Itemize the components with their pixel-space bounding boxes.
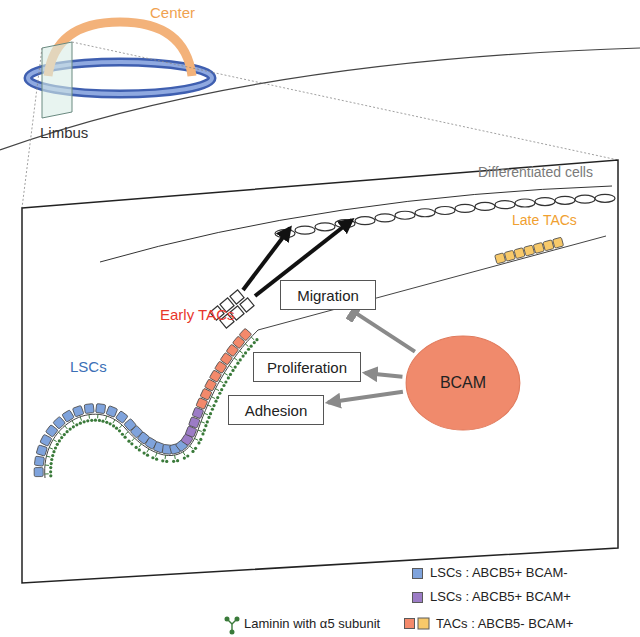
legend-text: TACs : ABCB5- BCAM+ — [436, 616, 573, 631]
zoom-line — [72, 42, 618, 160]
zoom-line — [22, 48, 42, 208]
legend-text: Laminin with α5 subunit — [244, 616, 380, 631]
region-label: Early TACs — [160, 306, 234, 323]
legend-text: LSCs : ABCB5+ BCAM- — [430, 565, 568, 580]
section-panel — [22, 160, 618, 583]
section-plane — [42, 42, 72, 118]
protein-ellipse: BCAM — [405, 335, 521, 431]
legend-swatch — [404, 618, 415, 629]
inhibition-connector — [354, 312, 415, 351]
basement-membrane — [45, 236, 606, 478]
eye-surface — [0, 48, 640, 150]
process-box: Adhesion — [228, 395, 324, 425]
region-label: Center — [150, 4, 195, 21]
region-label: Differentiated cells — [478, 164, 593, 180]
legend-swatch — [412, 568, 423, 579]
legend-swatch — [412, 592, 423, 603]
cell-layer — [34, 237, 563, 476]
node-text: BCAM — [440, 374, 486, 392]
region-label: Limbus — [40, 124, 88, 141]
epithelium-surface — [100, 186, 612, 262]
node-text: Proliferation — [267, 359, 347, 376]
laminin-symbol — [225, 617, 239, 634]
activation-connector — [328, 392, 403, 403]
process-box: Migration — [280, 280, 376, 310]
laminin-layer — [45, 337, 259, 477]
legend-text: LSCs : ABCB5+ BCAM+ — [430, 589, 571, 604]
region-label: Late TACs — [512, 212, 577, 228]
node-text: Migration — [297, 287, 359, 304]
legend-swatch-late — [418, 618, 429, 629]
node-text: Adhesion — [245, 402, 308, 419]
activation-connector — [365, 373, 402, 377]
process-box: Proliferation — [253, 352, 361, 382]
region-label: LSCs — [70, 358, 107, 375]
differentiated-cells — [275, 194, 615, 237]
